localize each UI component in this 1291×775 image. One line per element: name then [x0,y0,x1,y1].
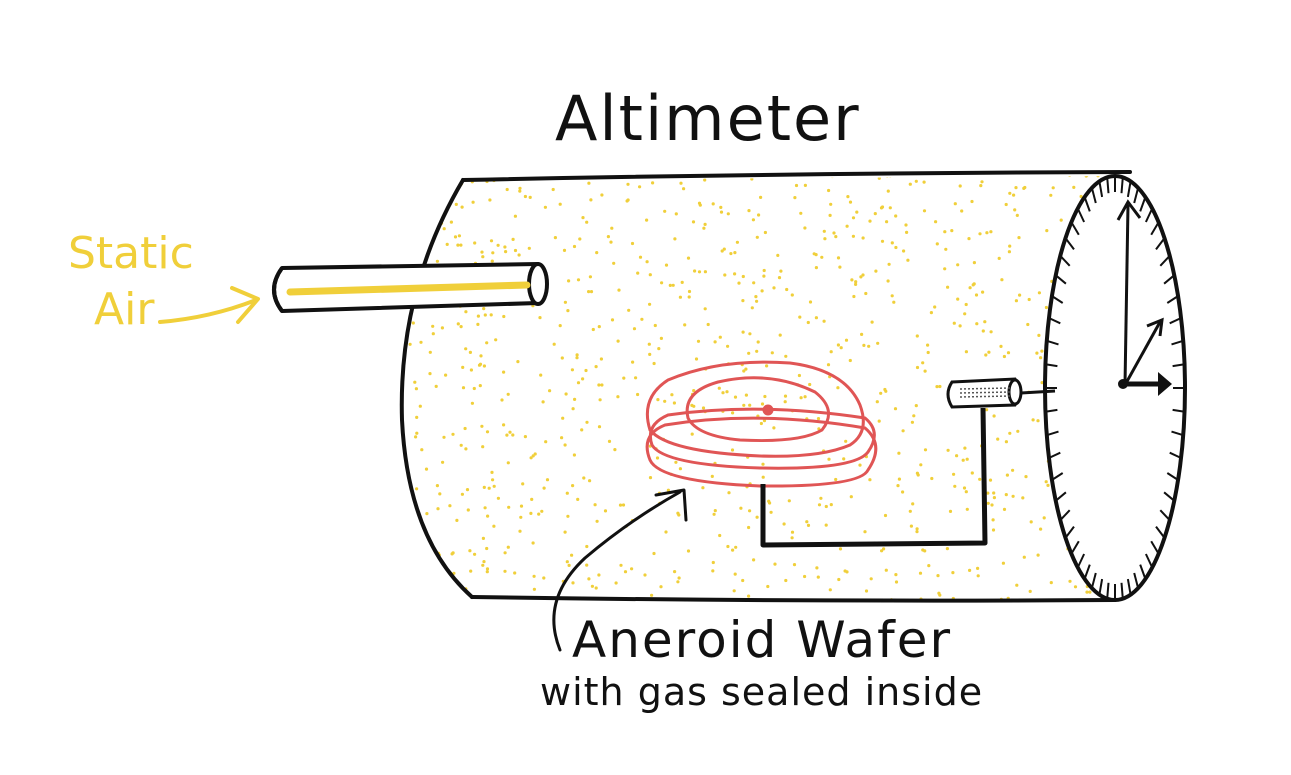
static-air-label-line2: Air [94,284,155,335]
static-air-label-line1: Static [68,228,194,279]
dial-needle-long [1123,204,1130,386]
dial-needle-right-tip [1158,372,1172,396]
dial-ticks [1045,176,1185,600]
cylinder-bottom-edge [470,595,1117,603]
dial-needle-short-tip [1146,317,1164,337]
dial-pivot [1118,379,1128,389]
cylinder-left-end [399,178,474,599]
cylinder-top-edge [461,170,1132,182]
linkage [760,377,1056,548]
static-air-pipe [272,262,549,313]
aneroid-wafer-label: Aneroid Wafer [572,611,953,669]
dial-face [1043,174,1187,602]
wafer-pointer-arrow [552,488,688,652]
aneroid-wafer-sublabel: with gas sealed inside [540,670,984,714]
aneroid-wafer [645,360,878,488]
static-air-arrow [158,286,260,324]
dial-needle-short [1123,321,1162,386]
dial-needle-long-tip [1116,199,1142,221]
diagram-title: Altimeter [555,82,861,155]
